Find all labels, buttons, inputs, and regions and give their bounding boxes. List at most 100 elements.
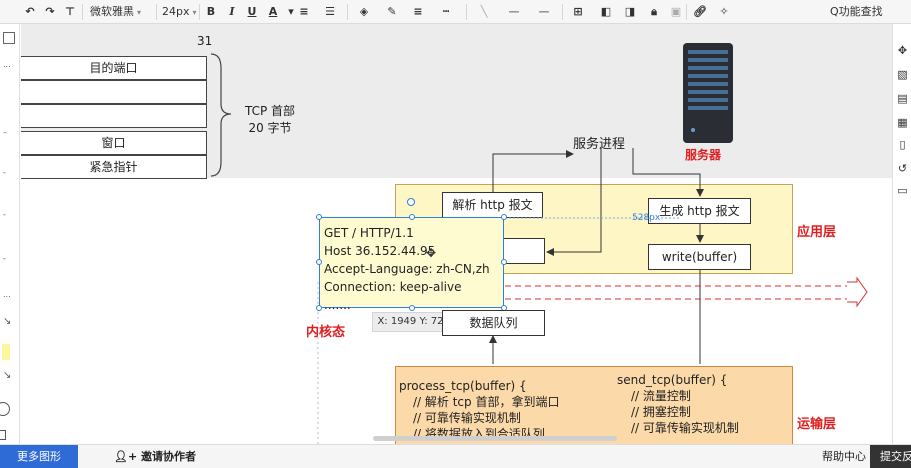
undo-icon[interactable]: ↶ — [25, 5, 35, 18]
arrange-icon[interactable]: ⊞ — [573, 5, 583, 18]
data-queue-box[interactable]: 数据队列 — [442, 310, 545, 336]
generate-http-box[interactable]: 生成 http 报文 — [648, 198, 751, 224]
transport-layer-label: 运输层 — [797, 417, 837, 432]
send-tcp-code[interactable]: send_tcp(buffer) { // 流量控制 // 拥塞控制 // 可靠… — [617, 372, 739, 436]
page-icon[interactable]: ▦ — [897, 116, 908, 129]
server-icon[interactable] — [682, 42, 734, 144]
brace-shape[interactable] — [209, 52, 237, 180]
resize-handle[interactable] — [316, 214, 322, 220]
line-style-icon[interactable]: ┅ — [442, 5, 450, 18]
coord-x: X: 1949 — [377, 316, 417, 327]
link-icon[interactable]: 🔗︎ — [693, 5, 707, 18]
tcp-header-row[interactable] — [21, 104, 207, 128]
fill-color-icon[interactable]: ◈ — [359, 5, 369, 18]
line-end-icon[interactable]: — — [538, 5, 550, 18]
resize-handle[interactable] — [409, 214, 415, 220]
canvas[interactable]: 31 目的端口 窗口 紧急指针 TCP 首部 20 字节 服务器 服务进程 — [21, 24, 892, 444]
http-line: Host 36.152.44.95 — [324, 244, 436, 258]
canvas-scrollbar[interactable] — [373, 436, 617, 441]
align-icon[interactable]: ≡ — [299, 5, 309, 18]
code-line: // 拥塞控制 — [631, 405, 691, 419]
connector-line[interactable] — [492, 150, 574, 192]
shape-dash-icon[interactable]: - — [3, 210, 6, 219]
italic-button[interactable]: I — [229, 5, 235, 18]
connector-line[interactable] — [546, 148, 602, 256]
resize-handle[interactable] — [316, 259, 322, 265]
more-shapes-button[interactable]: 更多图形 — [0, 445, 78, 468]
font-family-value: 微软雅黑 — [90, 5, 134, 18]
bit-label: 31 — [197, 34, 213, 48]
invite-collaborator-button[interactable]: 👤︎+ 邀请协作者 — [114, 445, 196, 468]
shape-dash-icon[interactable]: - — [3, 254, 6, 263]
tcp-header-row[interactable]: 紧急指针 — [21, 155, 207, 179]
resize-handle[interactable] — [501, 259, 507, 265]
connector-line[interactable] — [632, 148, 704, 197]
panel-more-marker: ... — [3, 290, 11, 299]
underline-button[interactable]: U — [247, 5, 257, 18]
transport-layer-box[interactable] — [395, 366, 793, 444]
code-line: // 可靠传输实现机制 — [631, 421, 739, 435]
line-start-icon[interactable]: — — [508, 5, 520, 18]
http-line: GET / HTTP/1.1 — [324, 226, 414, 240]
history-icon[interactable]: ↺ — [897, 162, 908, 175]
shape-arrow-icon[interactable]: ↘ — [3, 370, 12, 381]
http-request-text-box[interactable]: GET / HTTP/1.1 Host 36.152.44.95 Accept-… — [319, 217, 504, 312]
panel-more-marker: ... — [3, 60, 11, 69]
help-center-link[interactable]: 帮助中心 — [822, 450, 866, 463]
left-shape-panel: ... – - - - ... ↘ ↘ — [0, 24, 26, 444]
invite-label: 邀请协作者 — [141, 450, 197, 463]
resize-handle[interactable] — [409, 305, 415, 311]
chevron-down-icon[interactable]: ▾ — [288, 5, 294, 18]
tcp-header-row[interactable]: 窗口 — [21, 131, 207, 155]
shape-square-icon[interactable] — [0, 430, 6, 440]
http-line: Connection: keep-alive — [324, 280, 462, 294]
resize-handle[interactable] — [316, 305, 322, 311]
arrow-head[interactable] — [847, 276, 868, 308]
bring-front-icon[interactable]: ◧ — [600, 5, 612, 18]
chevron-down-icon: ▾ — [192, 8, 197, 17]
image-icon[interactable]: ▧ — [897, 68, 908, 81]
font-color-button[interactable]: A — [268, 5, 278, 18]
service-process-label: 服务进程 — [573, 137, 626, 152]
redo-icon[interactable]: ↷ — [45, 5, 55, 18]
data-icon[interactable]: ▤ — [897, 92, 908, 105]
shape-arrow-icon[interactable]: ↘ — [3, 316, 12, 327]
format-painter-icon[interactable]: ⊤ — [64, 5, 76, 18]
shape-circle-icon[interactable] — [0, 402, 10, 416]
font-size-select[interactable]: 24px▾ — [162, 3, 197, 21]
code-line: // 流量控制 — [631, 389, 691, 403]
caption-line: TCP 首部 — [244, 104, 296, 118]
font-family-select[interactable]: 微软雅黑▾ — [90, 3, 141, 21]
chevron-down-icon: ▾ — [137, 8, 142, 17]
process-tcp-code[interactable]: process_tcp(buffer) { // 解析 tcp 首部，拿到端口 … — [399, 378, 559, 442]
write-buffer-box[interactable]: write(buffer) — [648, 244, 751, 270]
lock-icon[interactable]: 🔒︎ — [651, 5, 657, 18]
connector-type-icon[interactable]: ╲ — [480, 5, 488, 18]
navigate-icon[interactable]: ✥ — [897, 44, 908, 57]
comment-icon[interactable]: ▭ — [897, 184, 908, 197]
tcp-header-row[interactable] — [21, 80, 207, 104]
shape-dash-icon[interactable]: - — [3, 168, 6, 177]
bold-button[interactable]: B — [206, 5, 216, 18]
feedback-button[interactable]: 提交反 — [870, 445, 911, 468]
shape-rectangle-icon[interactable] — [3, 32, 15, 44]
group-icon[interactable]: ▣ — [670, 5, 682, 18]
document-icon[interactable]: ▯ — [899, 138, 906, 151]
http-line: Accept-Language: zh-CN,zh — [324, 262, 490, 276]
move-cursor-icon: ✥ — [426, 246, 437, 260]
coord-y: Y: 72 — [419, 316, 444, 327]
shape-line-icon[interactable]: – — [3, 128, 7, 137]
list-icon[interactable]: ☰ — [325, 5, 335, 18]
code-line: // 解析 tcp 首部，拿到端口 — [413, 395, 560, 409]
rotate-handle[interactable] — [407, 198, 415, 206]
tcp-header-row[interactable]: 目的端口 — [21, 56, 207, 80]
send-back-icon[interactable]: ◨ — [624, 5, 636, 18]
resize-handle[interactable] — [501, 214, 507, 220]
line-width-icon[interactable]: ≡ — [413, 5, 423, 18]
line-color-icon[interactable]: ✎ — [387, 5, 397, 18]
right-tool-panel: ✥ ▧ ▤ ▦ ▯ ↺ ▭ — [892, 24, 911, 444]
feature-search-button[interactable]: Q功能查找 — [830, 5, 883, 18]
tcp-header-caption: TCP 首部 20 字节 — [235, 103, 305, 137]
shape-sticky-note-icon[interactable] — [2, 344, 10, 360]
magic-wand-icon[interactable]: ✧ — [719, 5, 729, 18]
